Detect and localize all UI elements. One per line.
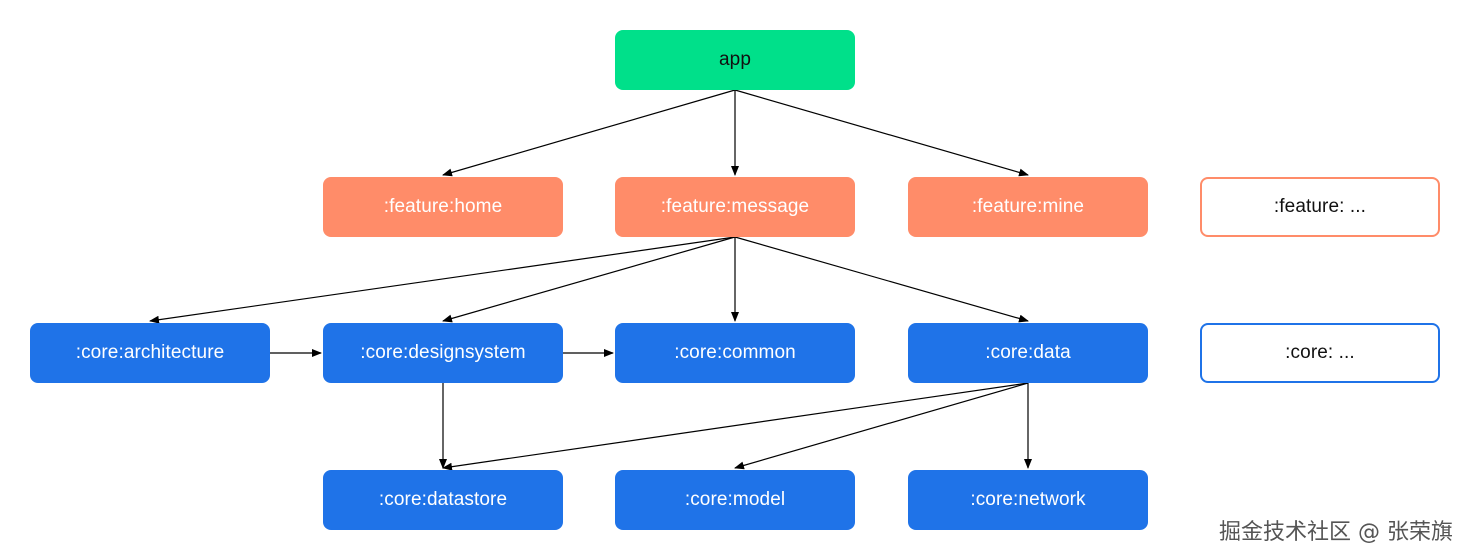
- node-core-model[interactable]: :core:model: [615, 470, 855, 530]
- node-feature-message[interactable]: :feature:message: [615, 177, 855, 237]
- watermark: 掘金技术社区 @ 张荣旗: [1219, 520, 1453, 545]
- node-app[interactable]: app: [615, 30, 855, 90]
- edge-feature-message-to-core-architecture: [149, 236, 736, 324]
- edge-app-to-feature-home: [442, 89, 736, 177]
- node-core-more[interactable]: :core: ...: [1200, 323, 1440, 383]
- edge-feature-message-to-core-designsystem: [442, 236, 736, 323]
- node-core-datastore[interactable]: :core:datastore: [323, 470, 563, 530]
- node-feature-more[interactable]: :feature: ...: [1200, 177, 1440, 237]
- edge-feature-message-to-core-data: [734, 236, 1029, 323]
- node-feature-mine[interactable]: :feature:mine: [908, 177, 1148, 237]
- edge-core-data-to-core-datastore: [442, 382, 1029, 471]
- node-core-architecture[interactable]: :core:architecture: [30, 323, 270, 383]
- node-core-network[interactable]: :core:network: [908, 470, 1148, 530]
- node-core-data[interactable]: :core:data: [908, 323, 1148, 383]
- edge-app-to-feature-mine: [734, 89, 1029, 177]
- edge-core-data-to-core-model: [734, 382, 1029, 470]
- node-core-common[interactable]: :core:common: [615, 323, 855, 383]
- node-feature-home[interactable]: :feature:home: [323, 177, 563, 237]
- node-core-designsystem[interactable]: :core:designsystem: [323, 323, 563, 383]
